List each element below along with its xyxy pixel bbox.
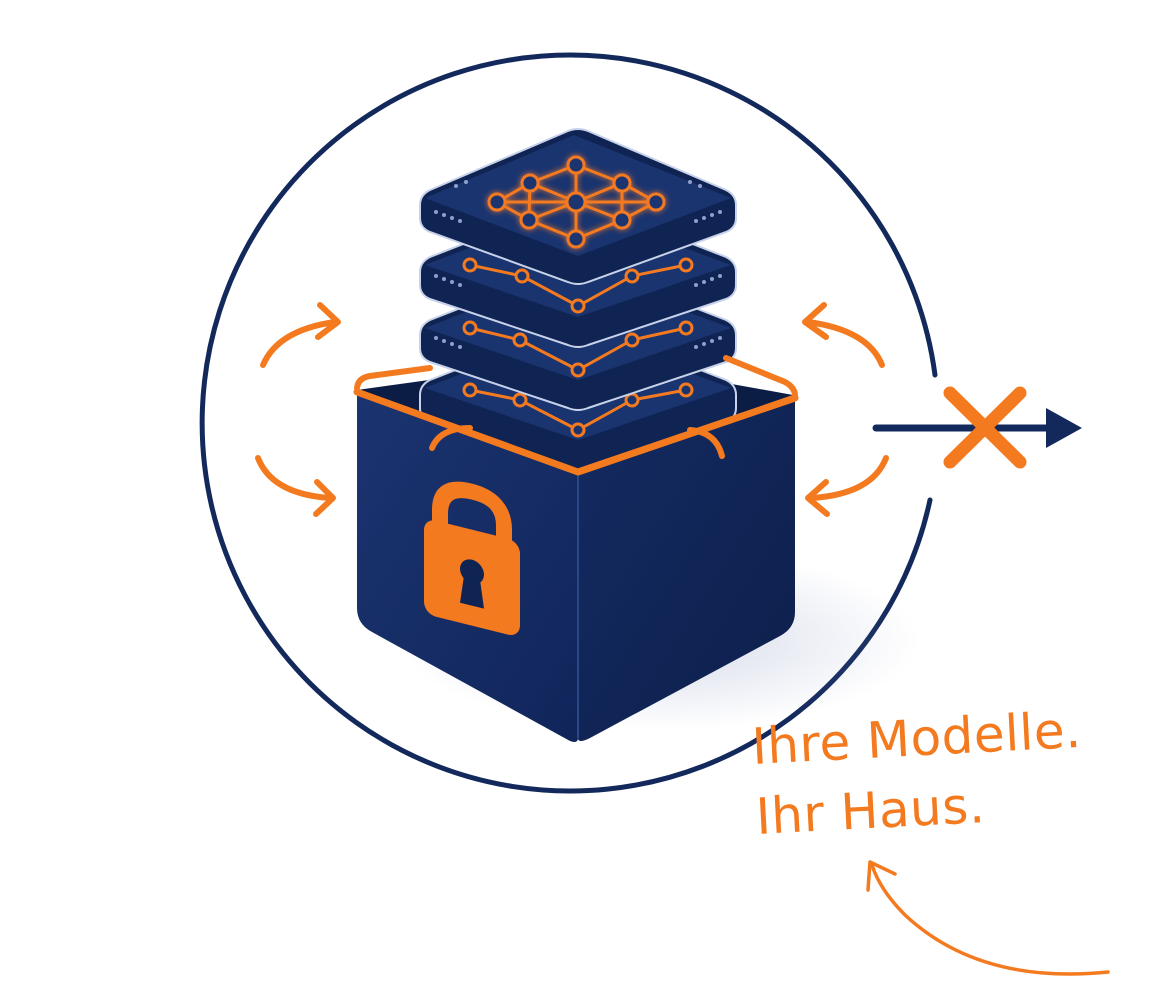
tagline-line-2: Ihr Haus. <box>754 776 987 846</box>
arrow-icon-left-top <box>260 302 341 368</box>
containment-circle <box>199 52 938 794</box>
arrow-icon-right-top <box>802 302 885 368</box>
blocked-export-arrow <box>872 386 1082 469</box>
server-stack <box>419 128 737 471</box>
padlock-icon <box>424 481 520 636</box>
x-mark-icon <box>943 386 1027 469</box>
neural-network-icon <box>487 155 666 249</box>
secure-box <box>353 128 799 742</box>
annotation-arrow <box>866 860 1110 976</box>
arrow-icon-right-bottom <box>805 455 889 517</box>
server-layer-1 <box>419 128 737 285</box>
arrow-icon-left-bottom <box>255 455 336 517</box>
